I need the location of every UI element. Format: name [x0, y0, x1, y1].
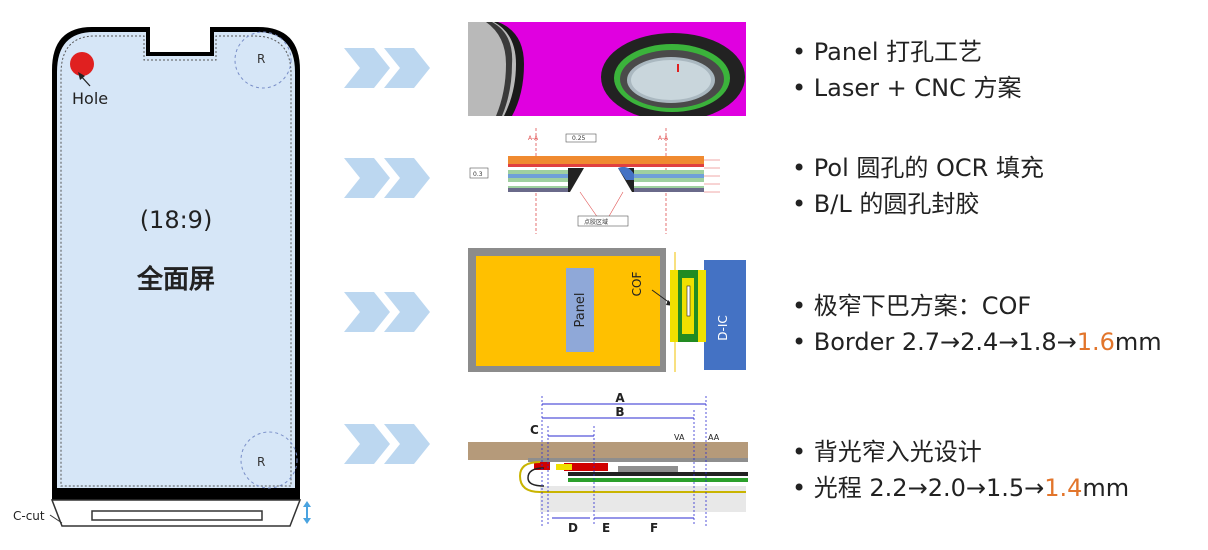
hole-label: Hole	[72, 89, 108, 108]
dim-C: C	[530, 423, 539, 437]
border-prefix: • Border 2.7→2.4→1.8→	[792, 328, 1077, 356]
c-cut-label: C-cut	[13, 509, 45, 523]
zone-label: 点胶区域	[584, 218, 608, 226]
c-cut-pointer	[49, 514, 63, 524]
chevron-arrow-1	[344, 48, 430, 88]
aa-right: A-A	[658, 135, 669, 142]
phone-diagram: Hole R R (18:9) 全面屏 C-cut	[13, 27, 311, 527]
light-prefix: • 光程 2.2→2.0→1.5→	[792, 474, 1045, 502]
corner-r-circle-top	[234, 31, 292, 89]
dim-B: B	[615, 405, 624, 419]
dim-A: A	[615, 391, 625, 405]
bullet-line: • Panel 打孔工艺	[792, 38, 983, 66]
panel-label: Panel	[573, 292, 588, 327]
bullets-row-3: • 极窄下巴方案：COF • Border 2.7→2.4→1.8→1.6mm	[792, 288, 1162, 360]
panel-light-path: A B C VA AA D E F	[468, 386, 748, 536]
hole-pointer-head	[78, 72, 85, 80]
ratio-text: (18:9)	[140, 206, 213, 234]
hole-dot	[70, 52, 94, 76]
dim-VA: VA	[674, 433, 685, 442]
dic-label: D-IC	[716, 315, 730, 341]
dim-AA: AA	[708, 433, 720, 442]
bullet-line: • 极窄下巴方案：COF	[792, 292, 1032, 320]
border-highlight-value: 1.6	[1076, 328, 1115, 356]
dim-D: D	[568, 521, 578, 535]
c-cut-dim-arrow-bottom	[303, 518, 311, 524]
panel-laser-render	[468, 22, 746, 116]
bullet-line: • Laser + CNC 方案	[792, 74, 1022, 102]
corner-r-circle-bottom	[240, 431, 298, 489]
dim-E: E	[602, 521, 610, 535]
chevron-arrow-4	[344, 424, 430, 464]
bullets-row-1: • Panel 打孔工艺 • Laser + CNC 方案	[792, 34, 1021, 106]
light-unit: mm	[1082, 474, 1130, 502]
light-highlight-value: 1.4	[1044, 474, 1083, 502]
bullet-line-light: • 光程 2.2→2.0→1.5→1.4mm	[792, 470, 1129, 506]
fullscreen-title: 全面屏	[136, 264, 215, 295]
corner-r-label-top: R	[257, 52, 265, 66]
bullet-line: • B/L 的圆孔封胶	[792, 190, 980, 218]
aa-left: A-A	[528, 135, 539, 142]
bullet-line-border: • Border 2.7→2.4→1.8→1.6mm	[792, 324, 1162, 360]
chevron-arrow-3	[344, 292, 430, 332]
bullet-line: • Pol 圆孔的 OCR 填充	[792, 154, 1044, 182]
dim-F: F	[650, 521, 658, 535]
dim-top: 0.25	[572, 135, 586, 142]
phone-screen	[57, 32, 295, 488]
chin-bar	[91, 510, 263, 521]
bullet-line: • 背光窄入光设计	[792, 438, 982, 466]
dim-side: 0.3	[473, 171, 483, 178]
border-unit: mm	[1114, 328, 1162, 356]
bullets-row-2: • Pol 圆孔的 OCR 填充 • B/L 的圆孔封胶	[792, 150, 1044, 222]
corner-r-label-bottom: R	[257, 455, 265, 469]
panel-cof-layout: Panel COF D-IC	[468, 248, 748, 372]
c-cut-dim-arrow-top	[303, 501, 311, 507]
panel-pol-cross-section: A-A A-A 0.25 0.3 点胶区域	[468, 128, 746, 234]
bullets-row-4: • 背光窄入光设计 • 光程 2.2→2.0→1.5→1.4mm	[792, 434, 1129, 506]
cof-label: COF	[630, 272, 644, 297]
chevron-arrow-2	[344, 158, 430, 198]
